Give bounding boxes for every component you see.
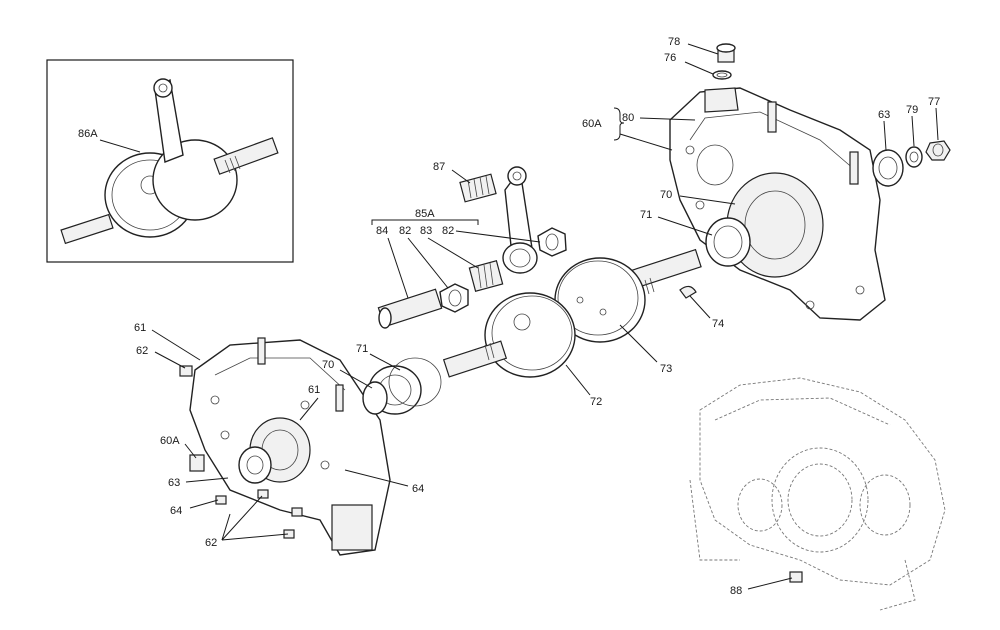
bolt-62-top — [179, 365, 193, 377]
label-74: 74 — [712, 318, 724, 330]
label-80: 80 — [622, 112, 634, 124]
label-62-bottom: 62 — [205, 537, 217, 549]
thrust-washer-82b — [537, 227, 567, 257]
ghost-crankcase — [689, 377, 946, 611]
bearing-icon — [872, 140, 951, 187]
label-61b: 61 — [308, 384, 320, 396]
label-60A-top: 60A — [582, 118, 602, 130]
crank-pin-84 — [377, 288, 443, 329]
plug-78 — [712, 43, 736, 80]
label-71-top: 71 — [640, 209, 652, 221]
label-73: 73 — [660, 363, 672, 375]
connecting-rod-icon — [502, 166, 538, 274]
label-86A: 86A — [78, 128, 98, 140]
inset-crankshaft-box: 86A — [46, 59, 294, 263]
needle-bearing-87 — [459, 173, 497, 203]
label-83: 83 — [420, 225, 432, 237]
label-63-top: 63 — [878, 109, 890, 121]
label-85A: 85A — [415, 208, 435, 220]
label-82b: 82 — [442, 225, 454, 237]
label-70-top: 70 — [660, 189, 672, 201]
label-64-left: 64 — [170, 505, 182, 517]
label-79: 79 — [906, 104, 918, 116]
label-76: 76 — [664, 52, 676, 64]
crankshaft-halves — [442, 248, 702, 378]
bolts-62-bottom — [215, 489, 303, 539]
seal-63-bottom — [189, 454, 205, 472]
label-70-mid: 70 — [322, 359, 334, 371]
label-87: 87 — [433, 161, 445, 173]
label-82a: 82 — [399, 225, 411, 237]
label-62-top: 62 — [136, 345, 148, 357]
label-84: 84 — [376, 225, 388, 237]
label-88: 88 — [730, 585, 742, 597]
label-77: 77 — [928, 96, 940, 108]
label-64-right: 64 — [412, 483, 424, 495]
crankshaft-icon — [60, 78, 279, 245]
label-78: 78 — [668, 36, 680, 48]
label-71-mid: 71 — [356, 343, 368, 355]
label-72: 72 — [590, 396, 602, 408]
thrust-washer-82a — [439, 283, 469, 313]
label-60A-bottom: 60A — [160, 435, 180, 447]
left-crankcase — [189, 337, 391, 556]
label-61a: 61 — [134, 322, 146, 334]
label-63-bottom: 63 — [168, 477, 180, 489]
crankcase-icon — [669, 87, 886, 321]
